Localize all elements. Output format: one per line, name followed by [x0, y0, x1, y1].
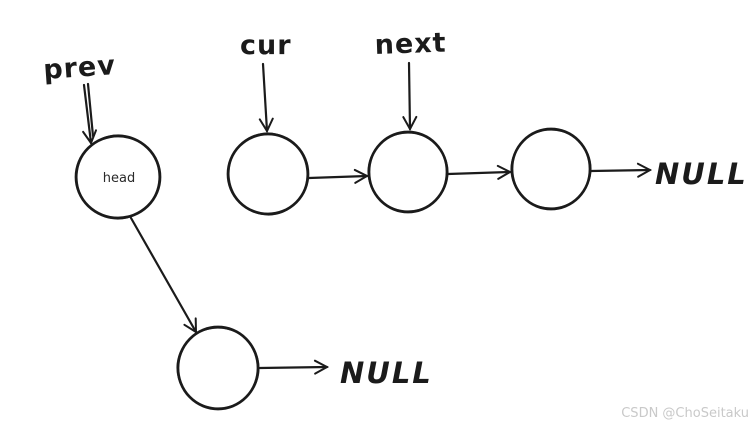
null-label-bottom: NULL [340, 356, 433, 390]
node-head-label: head [103, 171, 135, 186]
edge-next-to-third [446, 164, 513, 180]
node-bottom [176, 325, 260, 411]
edge-head-to-bottom [129, 216, 198, 334]
pointer-label-prev: prev [42, 50, 117, 86]
node-next [367, 130, 449, 214]
next-pointer-arrow [402, 61, 418, 132]
node-cur [226, 132, 310, 216]
edge-third-to-null [589, 162, 653, 178]
prev-pointer-arrow [82, 82, 98, 146]
watermark: CSDN @ChoSeitaku [621, 406, 749, 421]
edge-bottom-to-null [258, 359, 330, 375]
null-label-top: NULL [655, 157, 748, 191]
pointer-label-next: next [374, 28, 447, 61]
node-head: head [74, 134, 162, 220]
node-third [510, 127, 592, 211]
edge-cur-to-next [307, 168, 370, 184]
pointer-label-cur: cur [240, 30, 292, 61]
cur-pointer-arrow [258, 62, 274, 134]
